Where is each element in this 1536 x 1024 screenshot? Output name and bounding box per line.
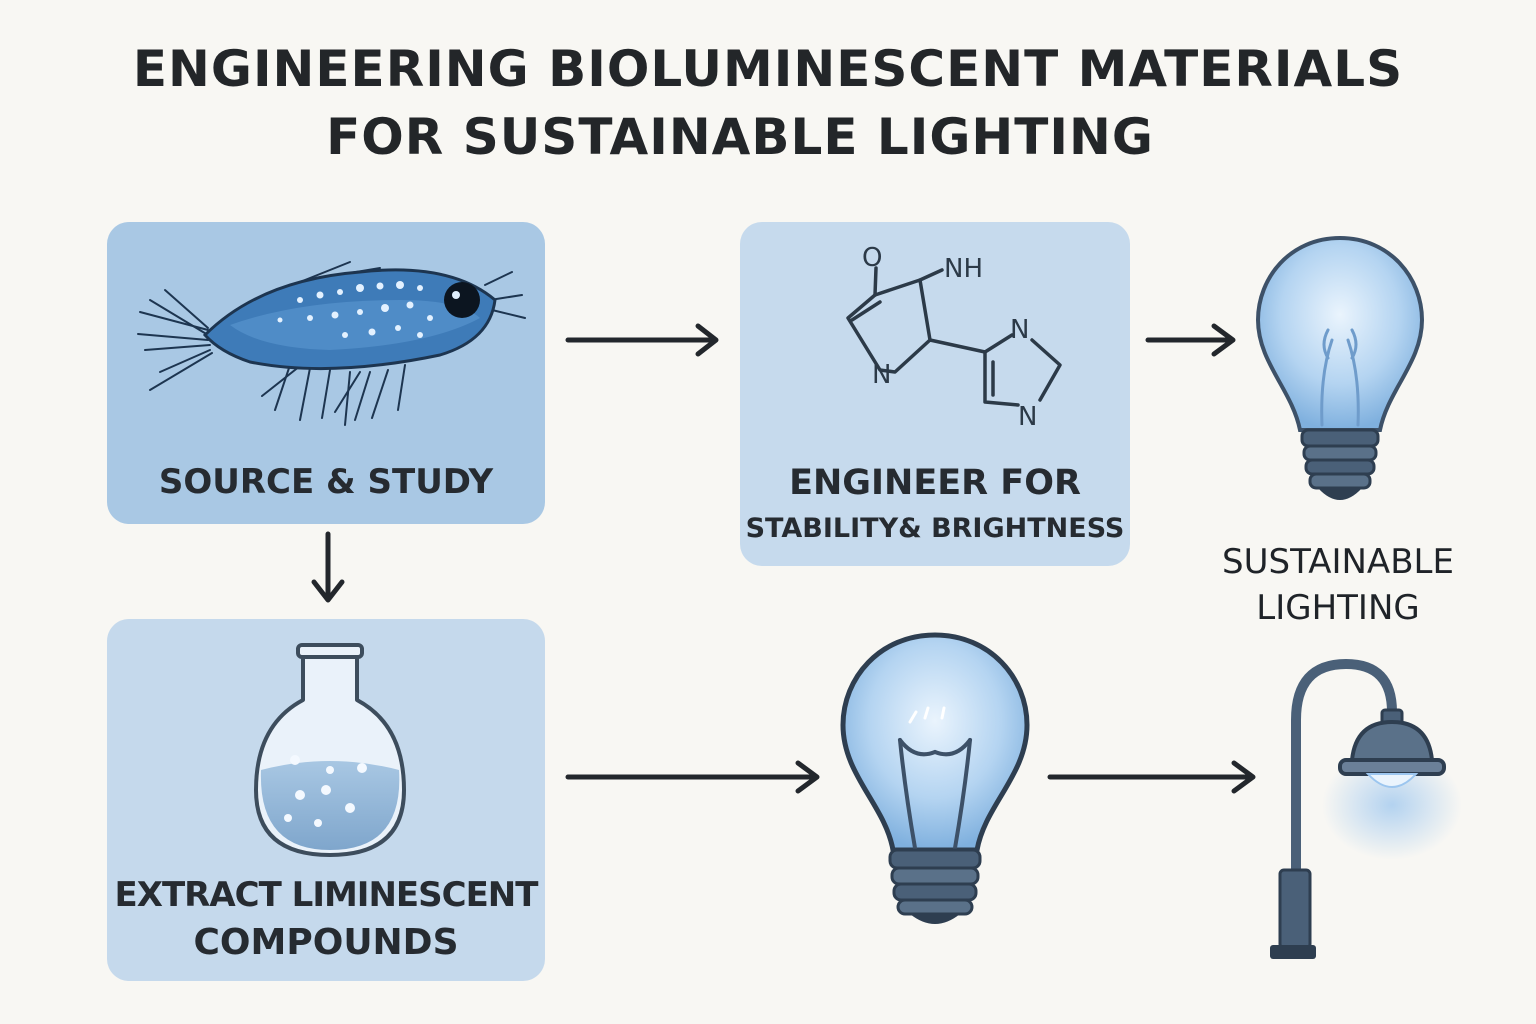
flask-icon <box>254 643 406 857</box>
engineer-label-line-1: ENGINEER FOR <box>789 463 1081 503</box>
extract-label-line-1: EXTRACT LIMINESCENT <box>114 875 539 915</box>
arrow-engineer-to-bulb <box>1145 323 1236 357</box>
street-lamp-icon <box>1270 658 1462 959</box>
molecule-atom-n1: N <box>872 360 891 390</box>
light-bulb-icon-bottom <box>840 632 1030 924</box>
title-line-2: FOR SUSTAINABLE LIGHTING <box>326 108 1154 166</box>
arrow-source-to-engineer <box>565 323 719 357</box>
title-line-1: ENGINEERING BIOLUMINESCENT MATERIALS <box>132 40 1404 98</box>
sustainable-label-line-2: LIGHTING <box>1256 588 1420 628</box>
arrow-source-to-extract <box>311 531 345 603</box>
sustainable-label-line-1: SUSTAINABLE <box>1222 542 1454 582</box>
molecule-atom-nh: NH <box>944 254 983 284</box>
molecule-atom-n2: N <box>1010 315 1029 345</box>
engineer-card <box>740 222 1130 566</box>
molecule-icon <box>846 266 1062 407</box>
engineer-label-line-2: STABILITY& BRIGHTNESS <box>745 513 1125 544</box>
extract-label-line-2: COMPOUNDS <box>193 922 459 963</box>
molecule-atom-n3: N <box>1018 402 1037 432</box>
glowing-fish-icon <box>137 261 526 426</box>
arrow-bulb-to-lamp <box>1047 760 1256 794</box>
molecule-atom-o: O <box>862 243 882 273</box>
arrow-extract-to-bulb <box>565 760 820 794</box>
source-study-label: SOURCE & STUDY <box>158 462 494 502</box>
light-bulb-icon-top <box>1255 235 1425 500</box>
